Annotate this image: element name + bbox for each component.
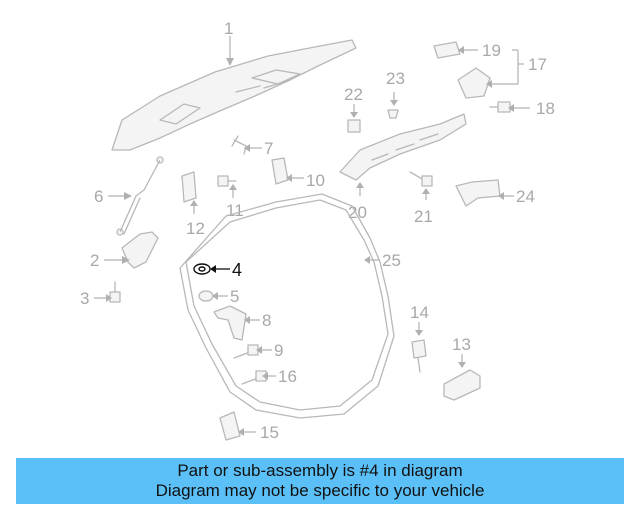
part-24-striker	[455, 179, 501, 207]
part-25-weatherstrip	[179, 193, 395, 419]
callout-22: 22	[344, 85, 363, 104]
callout-14: 14	[410, 303, 429, 322]
part-1-liftgate-panel	[111, 39, 357, 151]
part-19-latch-cover	[433, 41, 461, 59]
banner-line-part: Part or sub-assembly is #4 in diagram	[177, 461, 463, 480]
part-20-garnish-strip	[339, 113, 467, 181]
callout-1: 1	[224, 19, 233, 38]
callout-5: 5	[230, 287, 239, 306]
part-9-bolt	[233, 344, 259, 359]
part-10-clip	[271, 157, 289, 185]
part-16-bolt	[241, 370, 267, 385]
part-4-grommet	[193, 263, 211, 275]
callout-24: 24	[516, 187, 535, 206]
callout-23: 23	[386, 69, 405, 88]
callout-21: 21	[414, 207, 433, 226]
callout-13: 13	[452, 335, 471, 354]
callout-17: 17	[528, 55, 547, 74]
part-12-bumper-block	[181, 171, 197, 203]
part-7-pin	[231, 135, 247, 155]
callout-25: 25	[382, 251, 401, 270]
callout-3: 3	[80, 289, 89, 308]
part-21-bolt	[409, 171, 433, 187]
callout-8: 8	[262, 311, 271, 330]
part-3-bolt	[109, 281, 121, 303]
part-8-bracket	[213, 305, 247, 341]
callout-6: 6	[94, 187, 103, 206]
part-13-handle	[443, 369, 481, 401]
part-11-screw	[217, 175, 237, 187]
callout-19: 19	[482, 41, 501, 60]
callout-18: 18	[536, 99, 555, 118]
part-15-pad	[219, 411, 241, 441]
part-23-grommet	[387, 109, 399, 119]
callout-11: 11	[226, 201, 244, 220]
part-5-washer	[198, 290, 214, 302]
callout-15: 15	[260, 423, 279, 442]
callout-16: 16	[278, 367, 297, 386]
part-22-nut	[347, 119, 361, 133]
callout-9: 9	[274, 341, 283, 360]
callout-12: 12	[186, 219, 205, 238]
callout-10: 10	[306, 171, 325, 190]
part-2-hinge-bracket	[121, 231, 159, 269]
part-17-latch	[457, 67, 491, 99]
callout-4: 4	[232, 260, 242, 280]
info-banner: Part or sub-assembly is #4 in diagram Di…	[16, 458, 624, 504]
banner-line-disclaimer: Diagram may not be specific to your vehi…	[155, 481, 485, 500]
callout-7: 7	[264, 139, 273, 158]
part-14-stopper	[411, 339, 427, 373]
part-18-bolt	[489, 101, 511, 113]
part-6-gas-strut	[116, 156, 164, 236]
callout-2: 2	[90, 251, 99, 270]
